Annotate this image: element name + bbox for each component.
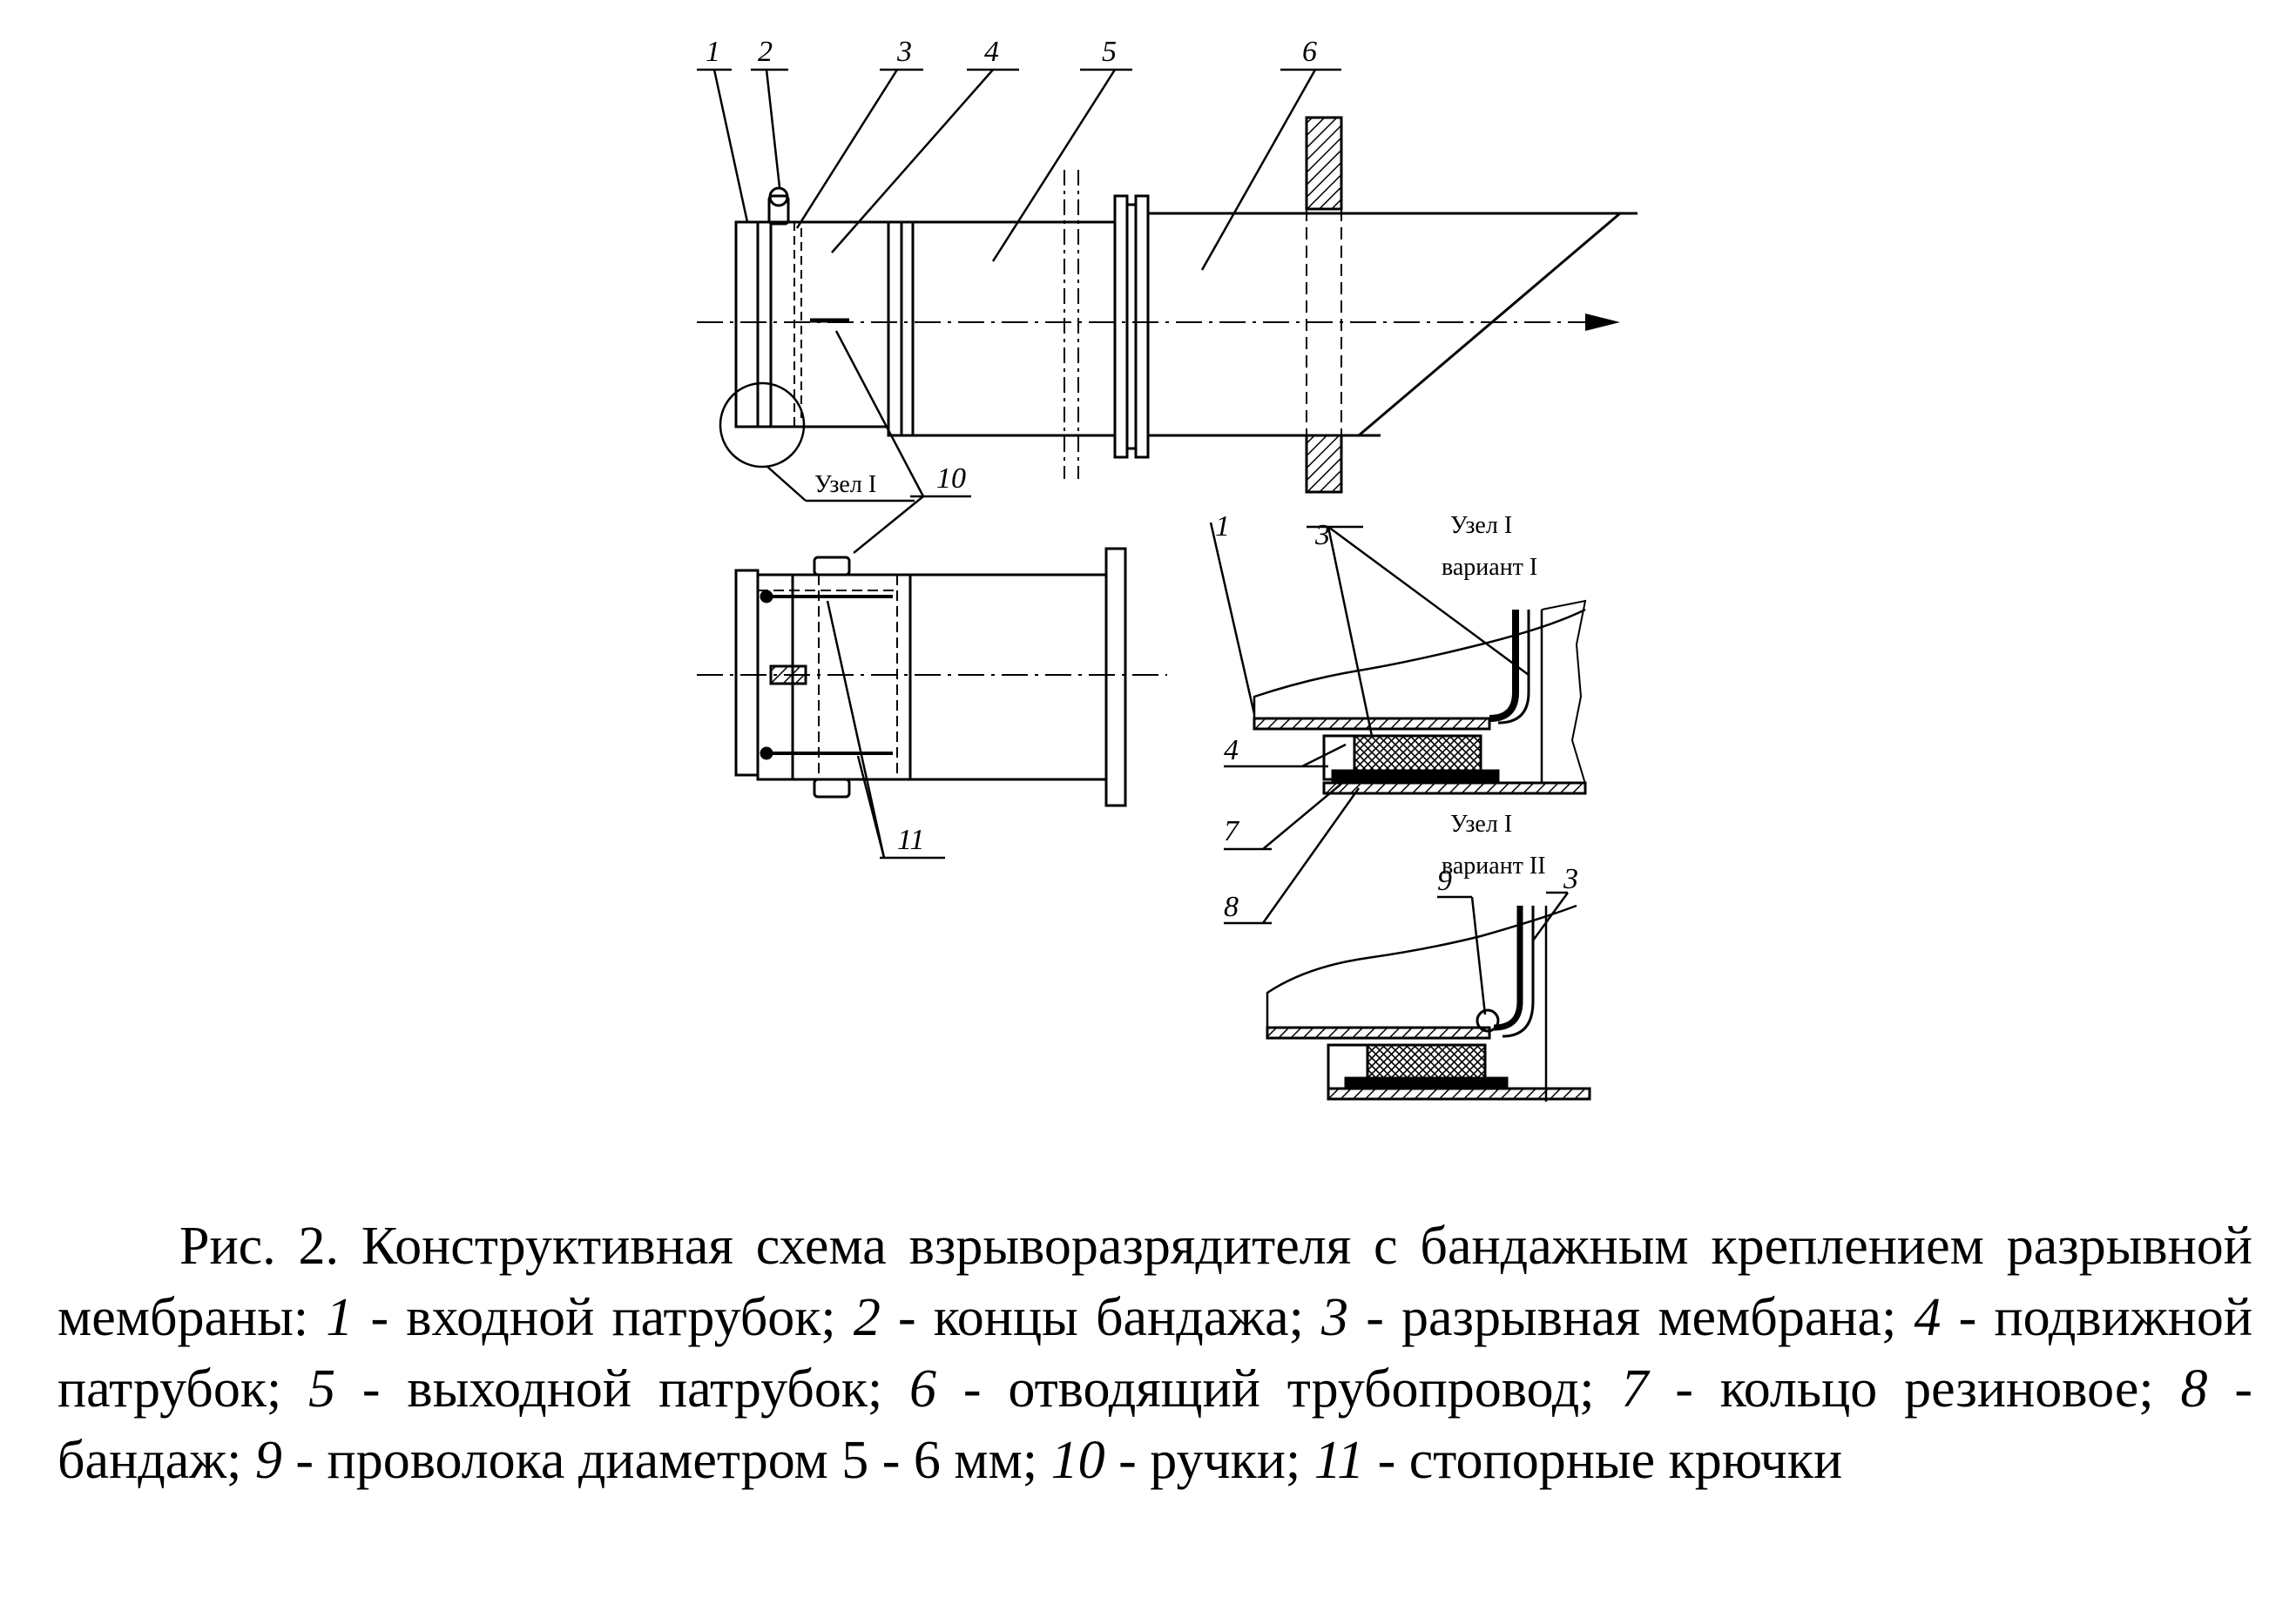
node-circle bbox=[719, 381, 806, 469]
inlet-pipe bbox=[734, 220, 773, 428]
bandage-ends bbox=[767, 194, 790, 226]
caption-text-2: концы бандажа; bbox=[933, 1288, 1304, 1347]
caption-num-2: 2 bbox=[853, 1288, 881, 1347]
caption-num-3: 3 bbox=[1321, 1288, 1349, 1347]
caption-text-3: разрывная мембрана; bbox=[1401, 1288, 1897, 1347]
leader-lines-variant-2 bbox=[1437, 891, 1570, 1015]
label-5: 5 bbox=[1102, 36, 1117, 68]
detail-variant-1 bbox=[1253, 599, 1587, 795]
caption-text-9: проволока диаметром 5 - 6 мм; bbox=[327, 1431, 1038, 1490]
caption-text-10: ручки; bbox=[1150, 1431, 1301, 1490]
label-1: 1 bbox=[706, 36, 720, 68]
wall-section bbox=[1305, 116, 1343, 211]
axis-arrow bbox=[1585, 314, 1620, 331]
label-11: 11 bbox=[897, 824, 924, 856]
caption-text-5: выходной патрубок; bbox=[407, 1359, 883, 1419]
label-3: 3 bbox=[896, 36, 912, 68]
label-1-detail: 1 bbox=[1215, 510, 1230, 543]
explosion-vent-drawing: 1 2 3 4 5 6 Узел I 10 11 1 3 Узел I вари… bbox=[697, 36, 1638, 1102]
label-3-variant2: 3 bbox=[1563, 863, 1578, 895]
caption-head: Рис. 2. Конструктивная схема взрыворазря… bbox=[57, 1217, 2252, 1347]
label-4-detail: 4 bbox=[1224, 734, 1239, 766]
leader-lines-side bbox=[826, 600, 945, 860]
rubber-ring-2 bbox=[1366, 1043, 1487, 1080]
handle-top bbox=[813, 556, 851, 576]
label-7: 7 bbox=[1224, 815, 1240, 847]
label-3-detail: 3 bbox=[1314, 519, 1330, 551]
caption-num-9: 9 bbox=[254, 1431, 282, 1490]
rubber-ring bbox=[1353, 734, 1482, 772]
caption-text-11: стопорные крючки bbox=[1408, 1431, 1843, 1490]
caption-num-4: 4 bbox=[1914, 1288, 1941, 1347]
detail-variant-2 bbox=[1266, 904, 1591, 1102]
side-view bbox=[697, 547, 1167, 807]
label-2: 2 bbox=[758, 36, 773, 68]
bandage bbox=[1331, 769, 1500, 785]
caption-text-4: подвижной патрубок; bbox=[57, 1288, 2253, 1419]
label-9: 9 bbox=[1437, 865, 1452, 897]
wire bbox=[1476, 1008, 1500, 1033]
caption-num-1: 1 bbox=[326, 1288, 354, 1347]
caption-text-7: кольцо резиновое; bbox=[1719, 1359, 2154, 1419]
flange-side bbox=[1104, 547, 1127, 807]
caption-text-8: бандаж; bbox=[57, 1431, 242, 1490]
handle-bottom bbox=[813, 778, 851, 799]
variant1-title: Узел I bbox=[1450, 512, 1512, 539]
caption-num-10: 10 bbox=[1050, 1431, 1105, 1490]
caption-num-8: 8 bbox=[2180, 1359, 2208, 1419]
variant2-title: Узел I bbox=[1450, 811, 1512, 838]
leader-lines-top bbox=[697, 68, 1341, 554]
variant2-sub: вариант II bbox=[1442, 853, 1546, 880]
inlet-pipe-side bbox=[734, 569, 760, 777]
caption-num-6: 6 bbox=[909, 1359, 937, 1419]
caption-text-6: отводящий трубопровод; bbox=[1008, 1359, 1595, 1419]
label-8: 8 bbox=[1224, 891, 1239, 923]
caption-num-5: 5 bbox=[308, 1359, 336, 1419]
outlet-wall bbox=[1322, 781, 1587, 795]
caption-text-1: входной патрубок; bbox=[406, 1288, 836, 1347]
caption-num-11: 11 bbox=[1313, 1431, 1365, 1490]
label-4: 4 bbox=[984, 36, 999, 68]
figure-caption: Рис. 2. Конструктивная схема взрыворазря… bbox=[57, 1217, 2253, 1490]
leader-lines-variant-1 bbox=[1209, 522, 1530, 925]
label-10: 10 bbox=[936, 462, 966, 495]
figure-labels: 1 2 3 4 5 6 Узел I 10 11 1 3 Узел I вари… bbox=[706, 36, 1578, 923]
node-label-main: Узел I bbox=[814, 471, 876, 498]
variant1-sub: вариант I bbox=[1442, 554, 1537, 581]
main-assembly-view bbox=[697, 116, 1638, 494]
inlet-wall bbox=[1253, 717, 1491, 731]
caption-num-7: 7 bbox=[1621, 1359, 1649, 1419]
label-6: 6 bbox=[1302, 36, 1317, 68]
flange bbox=[1113, 194, 1129, 459]
